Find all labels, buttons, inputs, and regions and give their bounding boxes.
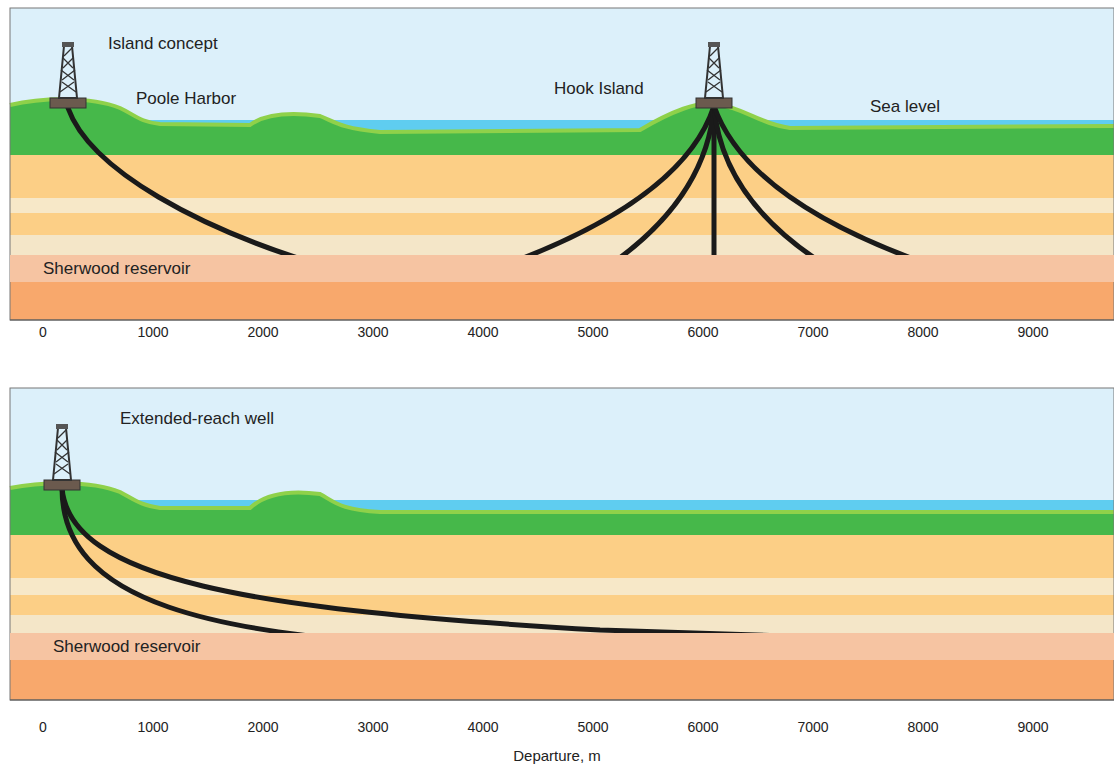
place-label: Poole Harbor: [136, 90, 236, 109]
axis-tick-label: 5000: [577, 720, 608, 735]
axis-tick-label: 4000: [467, 325, 498, 340]
reservoir-band: Sherwood reservoir: [10, 255, 1114, 282]
well-paths: [68, 106, 930, 268]
axis-tick-label: 1000: [137, 325, 168, 340]
axis-tick-label: 8000: [907, 325, 938, 340]
scene-label: Island concept: [108, 35, 218, 54]
axis-tick-label: 2000: [247, 325, 278, 340]
axis-tick-label: 4000: [467, 720, 498, 735]
axis-tick-label: 5000: [577, 325, 608, 340]
axis-tick-label: 0: [39, 325, 47, 340]
axis-tick-label: 9000: [1017, 325, 1048, 340]
place-label: Hook Island: [554, 80, 644, 99]
axis-title: Departure, m: [513, 748, 601, 765]
layer-label: Sherwood reservoir: [43, 259, 190, 279]
reservoir-band: Sherwood reservoir: [10, 633, 1114, 660]
axis-tick-label: 9000: [1017, 720, 1048, 735]
axis-tick-label: 6000: [687, 325, 718, 340]
axis-tick-label: 6000: [687, 720, 718, 735]
place-label: Sea level: [870, 98, 940, 117]
axis-tick-label: 7000: [797, 325, 828, 340]
axis-tick-label: 7000: [797, 720, 828, 735]
axis-tick-label: 2000: [247, 720, 278, 735]
axis-tick-label: 3000: [357, 720, 388, 735]
scene-label: Extended-reach well: [120, 410, 274, 429]
axis-tick-label: 8000: [907, 720, 938, 735]
axis-tick-label: 1000: [137, 720, 168, 735]
axis-tick-label: 3000: [357, 325, 388, 340]
axis-tick-label: 0: [39, 720, 47, 735]
layer-label: Sherwood reservoir: [53, 637, 200, 657]
